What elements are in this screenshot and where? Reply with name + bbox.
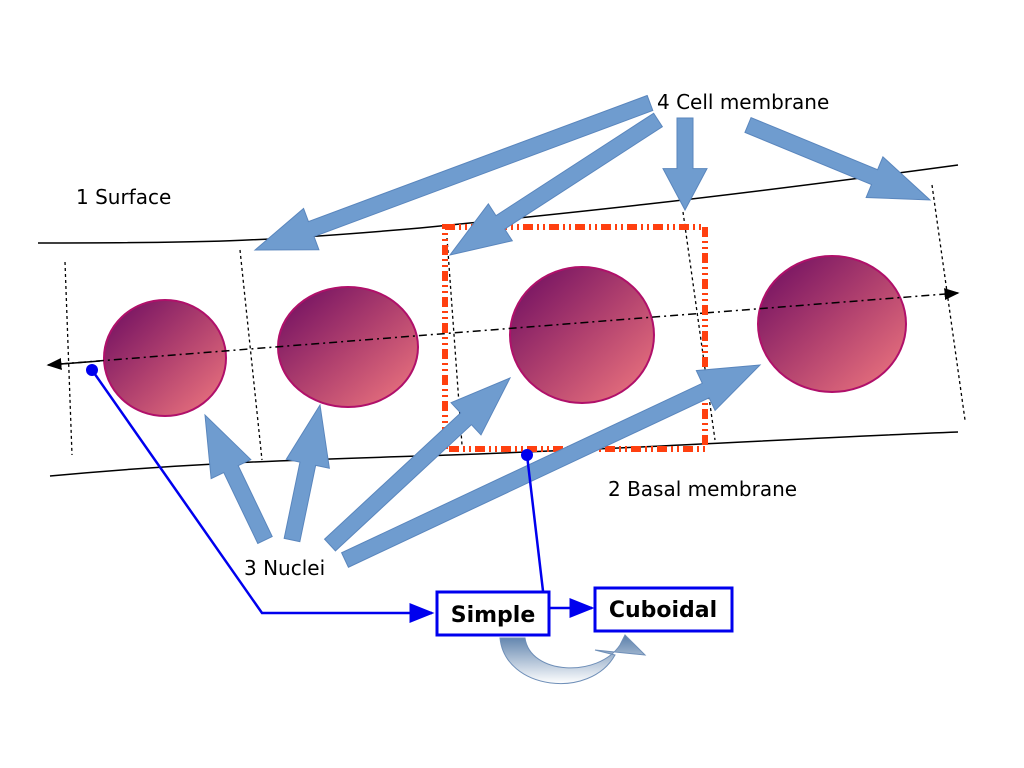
curved-arrow-icon — [499, 634, 647, 685]
label-cell-membrane: 4 Cell membrane — [657, 90, 829, 114]
nucleus — [757, 255, 907, 393]
nucleus — [103, 299, 227, 417]
label-basal-membrane: 2 Basal membrane — [608, 477, 797, 501]
cell-axis-left-arrow — [46, 357, 101, 370]
label-nuclei: 3 Nuclei — [244, 556, 325, 580]
nucleus — [509, 266, 655, 404]
connector-simple — [90, 369, 435, 623]
block-arrow — [744, 116, 932, 201]
cell-axis-line — [59, 288, 960, 365]
block-arrow — [323, 377, 512, 552]
cuboidal-box: Cuboidal — [593, 586, 734, 633]
nuclei — [103, 255, 907, 417]
nucleus — [277, 286, 419, 408]
block-arrow — [253, 94, 654, 251]
simple-box: Simple — [435, 590, 551, 637]
block-arrow — [204, 413, 273, 545]
block-arrow — [448, 112, 664, 256]
cuboidal-label: Cuboidal — [609, 598, 717, 623]
connector-dot — [521, 449, 533, 461]
surface-line — [37, 164, 959, 244]
connector-dot — [86, 364, 98, 376]
block-arrow — [340, 364, 762, 568]
pointer-arrows — [204, 94, 932, 568]
block-arrow — [662, 117, 708, 212]
label-surface: 1 Surface — [76, 185, 171, 209]
simple-label: Simple — [451, 603, 536, 628]
basal-line — [49, 431, 959, 477]
cell-dividers — [64, 184, 966, 461]
block-arrow — [283, 403, 330, 543]
